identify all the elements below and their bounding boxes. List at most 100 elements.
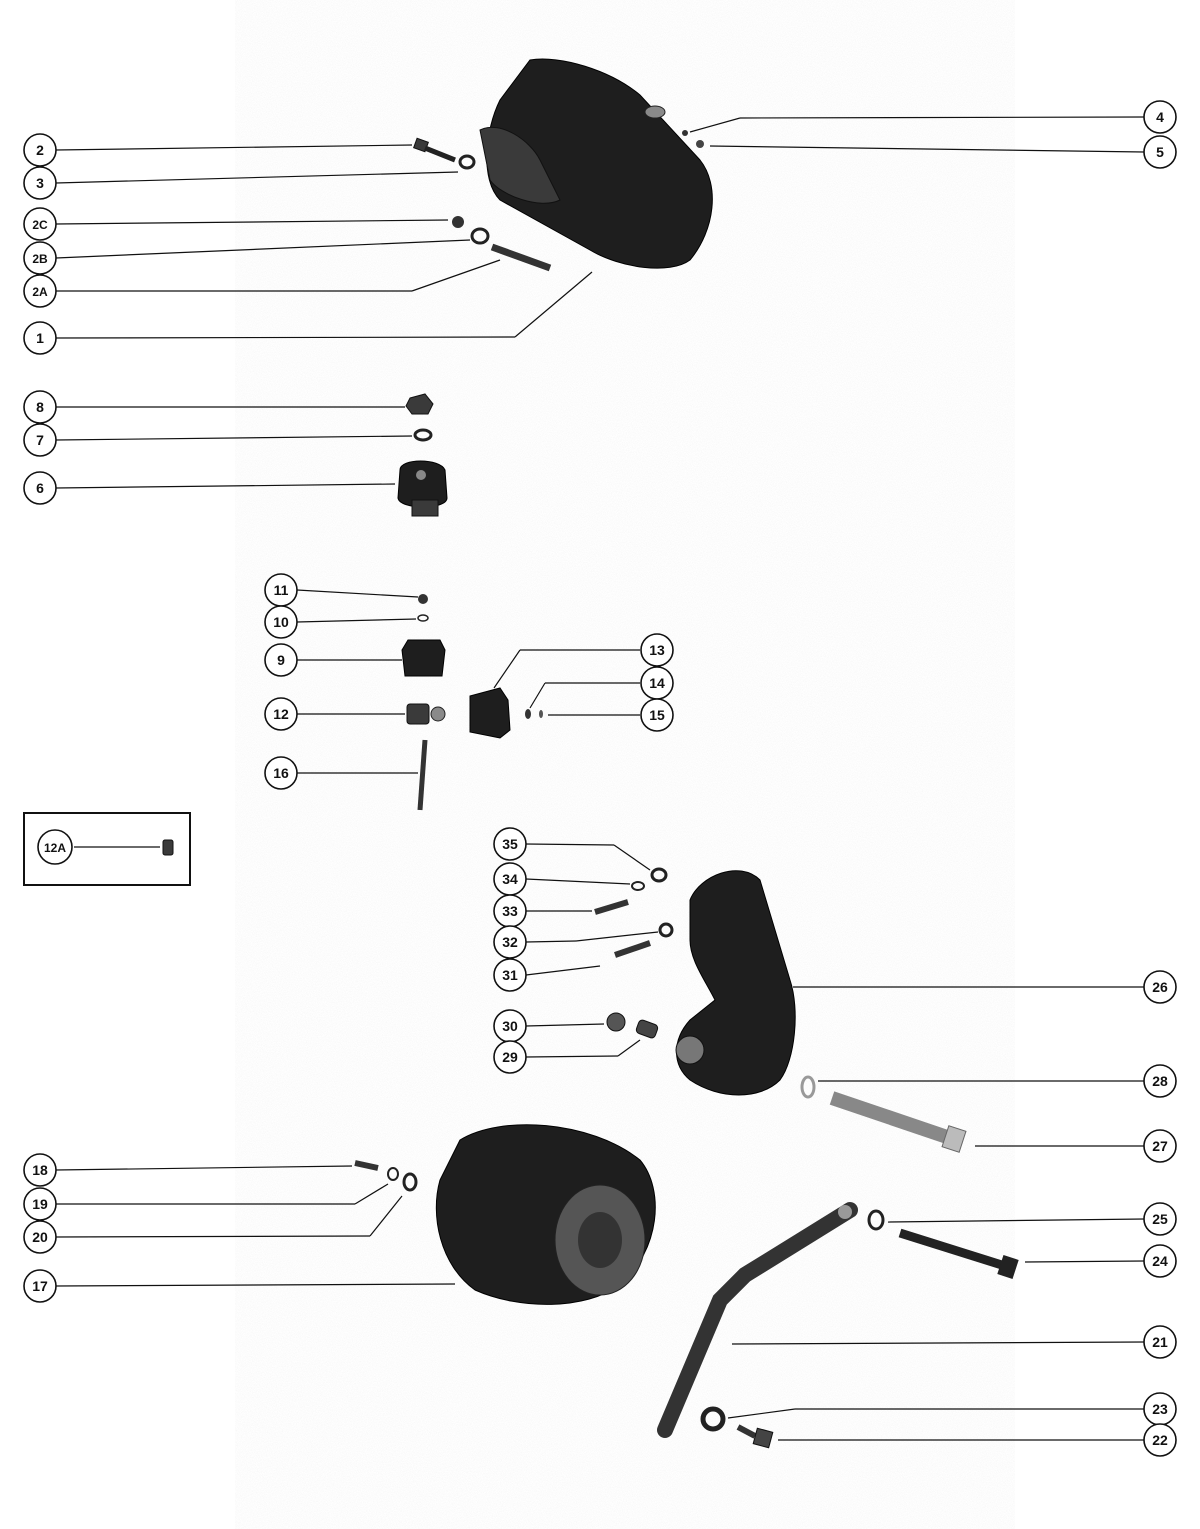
callout-35: 35 (493, 827, 527, 861)
stud-2a (490, 243, 552, 272)
callout-13: 13 (640, 633, 674, 667)
callout-8: 8 (23, 390, 57, 424)
washer-15 (539, 710, 543, 718)
svg-text:14: 14 (649, 675, 665, 691)
svg-text:2A: 2A (32, 285, 48, 299)
svg-text:18: 18 (32, 1162, 48, 1178)
starter-motor (479, 58, 713, 269)
callout-16: 16 (264, 756, 298, 790)
nut-8 (405, 393, 434, 415)
washer-28 (800, 1075, 816, 1099)
svg-text:21: 21 (1152, 1334, 1168, 1350)
bolt-18 (354, 1160, 379, 1171)
callout-19: 19 (23, 1187, 57, 1221)
svg-text:29: 29 (502, 1049, 518, 1065)
callout-25: 25 (1143, 1202, 1177, 1236)
svg-text:13: 13 (649, 642, 665, 658)
bolt-27 (829, 1091, 967, 1153)
callout-31: 31 (493, 958, 527, 992)
washer-20 (402, 1172, 418, 1192)
bushing-29 (635, 1019, 659, 1039)
inset-box-12a (23, 812, 191, 886)
svg-text:16: 16 (273, 765, 289, 781)
svg-text:27: 27 (1152, 1138, 1168, 1154)
svg-text:33: 33 (502, 903, 518, 919)
svg-text:4: 4 (1156, 109, 1164, 125)
callout-4: 4 (1143, 100, 1177, 134)
svg-text:30: 30 (502, 1018, 518, 1034)
svg-text:9: 9 (277, 652, 285, 668)
callout-9: 9 (264, 643, 298, 677)
washer-7 (413, 428, 433, 442)
callout-12: 12 (264, 697, 298, 731)
callout-22: 22 (1143, 1423, 1177, 1457)
callout-27: 27 (1143, 1129, 1177, 1163)
callout-15: 15 (640, 698, 674, 732)
callout-2c: 2C (23, 207, 57, 241)
washer-10 (417, 614, 429, 622)
washer-2b (470, 227, 490, 245)
callout-32: 32 (493, 925, 527, 959)
nut-2c (452, 216, 464, 228)
washer-23 (700, 1406, 726, 1432)
block-9 (401, 639, 446, 677)
svg-text:19: 19 (32, 1196, 48, 1212)
rod-16 (417, 739, 428, 811)
callout-17: 17 (23, 1269, 57, 1303)
callout-18: 18 (23, 1153, 57, 1187)
nut-11 (418, 594, 428, 604)
svg-text:5: 5 (1156, 144, 1164, 160)
svg-text:17: 17 (32, 1278, 48, 1294)
svg-text:23: 23 (1152, 1401, 1168, 1417)
svg-text:10: 10 (273, 614, 289, 630)
callout-20: 20 (23, 1220, 57, 1254)
svg-text:12A: 12A (44, 841, 66, 855)
bolt-33 (594, 899, 629, 915)
callout-1: 1 (23, 321, 57, 355)
leader-lines (55, 116, 1145, 1441)
svg-text:28: 28 (1152, 1073, 1168, 1089)
callout-34: 34 (493, 862, 527, 896)
svg-text:15: 15 (649, 707, 665, 723)
bolt-2 (413, 137, 456, 163)
svg-text:25: 25 (1152, 1211, 1168, 1227)
adjusting-arm-21 (657, 1202, 858, 1438)
svg-text:3: 3 (36, 175, 44, 191)
callout-26: 26 (1143, 970, 1177, 1004)
svg-text:6: 6 (36, 480, 44, 496)
washer-25 (867, 1209, 885, 1231)
callout-29: 29 (493, 1040, 527, 1074)
callout-10: 10 (264, 605, 298, 639)
nut-4 (682, 130, 688, 136)
svg-text:32: 32 (502, 934, 518, 950)
washer-32 (658, 922, 674, 938)
svg-text:24: 24 (1152, 1253, 1168, 1269)
svg-text:22: 22 (1152, 1432, 1168, 1448)
nut-30 (606, 1012, 626, 1032)
callout-11: 11 (264, 573, 298, 607)
svg-text:1: 1 (36, 330, 44, 346)
clamp-12 (406, 703, 446, 725)
callout-3: 3 (23, 166, 57, 200)
washer-35 (650, 867, 668, 883)
callout-14: 14 (640, 666, 674, 700)
callout-2b: 2B (23, 241, 57, 275)
svg-text:2B: 2B (32, 252, 48, 266)
callout-30: 30 (493, 1009, 527, 1043)
callout-6: 6 (23, 471, 57, 505)
svg-text:34: 34 (502, 871, 518, 887)
switch-6 (397, 460, 448, 517)
svg-text:2: 2 (36, 142, 44, 158)
svg-text:26: 26 (1152, 979, 1168, 995)
callout-23: 23 (1143, 1392, 1177, 1426)
bolt-24 (898, 1228, 1019, 1279)
washer-19 (387, 1167, 399, 1181)
cap-13 (469, 687, 511, 739)
bracket-26 (675, 870, 796, 1096)
callout-5: 5 (1143, 135, 1177, 169)
bolt-31 (614, 940, 651, 958)
nut-14 (525, 709, 531, 719)
bolt-22 (736, 1424, 774, 1449)
callout-24: 24 (1143, 1244, 1177, 1278)
